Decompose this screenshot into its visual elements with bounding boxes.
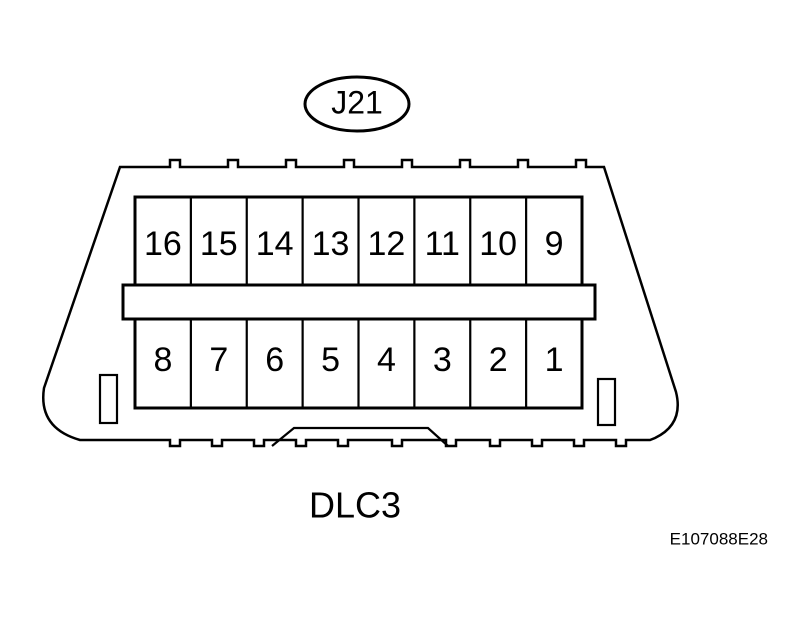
- pin-number-4: 4: [377, 341, 396, 379]
- connector-key: [271, 426, 449, 447]
- pin-number-2: 2: [489, 341, 508, 379]
- connector-code-oval: [303, 75, 411, 133]
- pin-number-6: 6: [265, 341, 284, 379]
- pin-number-12: 12: [368, 225, 406, 263]
- center-divider-bar: [121, 283, 597, 321]
- pin-grid: [133, 195, 584, 410]
- pin-number-15: 15: [200, 225, 238, 263]
- connector-name-label: DLC3: [309, 485, 401, 526]
- pin-number-5: 5: [321, 341, 340, 379]
- left-latch: [98, 373, 119, 425]
- pin-number-7: 7: [209, 341, 228, 379]
- right-latch: [596, 377, 617, 427]
- pin-number-13: 13: [312, 225, 350, 263]
- pin-number-10: 10: [479, 225, 517, 263]
- pin-number-8: 8: [153, 341, 172, 379]
- pin-number-3: 3: [433, 341, 452, 379]
- image-code-label: E107088E28: [670, 529, 768, 548]
- pin-number-14: 14: [256, 225, 294, 263]
- pin-number-9: 9: [545, 225, 564, 263]
- connector-housing: [42, 158, 679, 448]
- connector-code-label: J21: [331, 84, 383, 120]
- pin-number-11: 11: [425, 225, 460, 263]
- pin-number-1: 1: [545, 341, 564, 379]
- pin-number-16: 16: [144, 225, 182, 263]
